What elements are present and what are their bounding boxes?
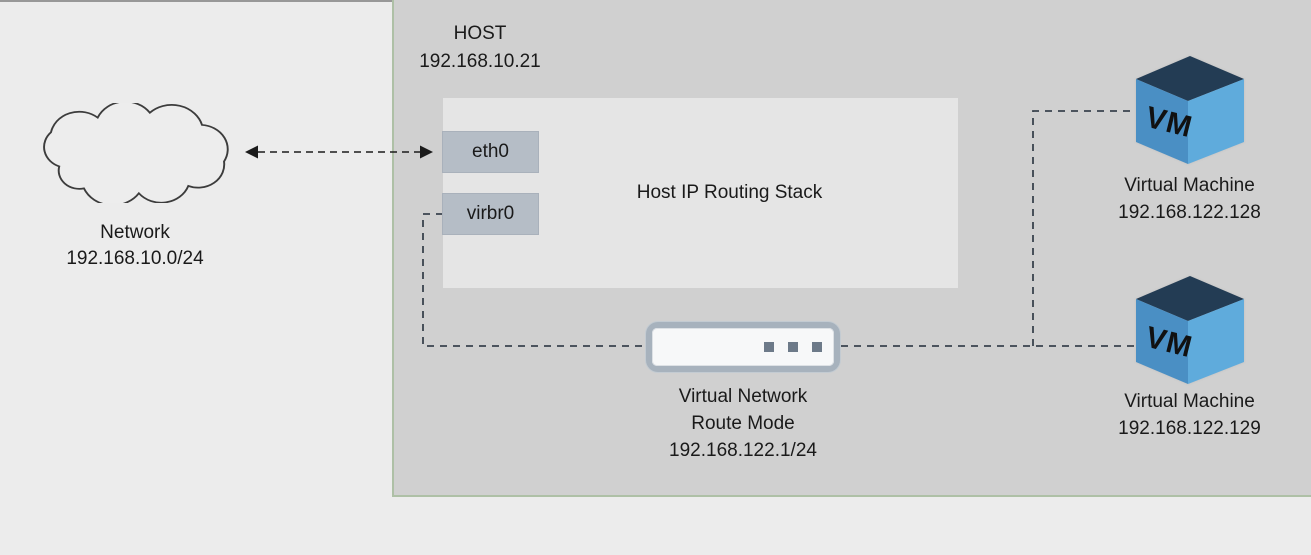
host-ip: 192.168.10.21 bbox=[419, 51, 541, 72]
vm1-cube-icon: VM bbox=[1136, 56, 1244, 164]
switch-port-dot-icon bbox=[812, 342, 822, 352]
interface-virbr0: virbr0 bbox=[442, 193, 539, 235]
virtual-network-mode: Route Mode bbox=[691, 413, 795, 434]
switch-port-dot-icon bbox=[764, 342, 774, 352]
interface-eth0-label: eth0 bbox=[472, 141, 509, 162]
vm1-ip: 192.168.122.128 bbox=[1118, 202, 1261, 223]
routing-stack-label: Host IP Routing Stack bbox=[636, 182, 823, 203]
host-name: HOST bbox=[453, 23, 507, 44]
virtual-network-name: Virtual Network bbox=[678, 386, 808, 407]
vm1-label-group: Virtual Machine 192.168.122.128 bbox=[1068, 172, 1311, 226]
network-subnet: 192.168.10.0/24 bbox=[66, 248, 204, 269]
interface-eth0: eth0 bbox=[442, 131, 539, 173]
switch-port-dot-icon bbox=[788, 342, 798, 352]
vm1-name: Virtual Machine bbox=[1124, 175, 1255, 196]
host-title: HOST 192.168.10.21 bbox=[400, 20, 560, 76]
vm2-cube-icon: VM bbox=[1136, 276, 1244, 384]
cloud-icon bbox=[43, 103, 229, 203]
vm2-ip: 192.168.122.129 bbox=[1118, 418, 1261, 439]
virtual-network-gateway: 192.168.122.1/24 bbox=[669, 440, 817, 461]
vm2-label-group: Virtual Machine 192.168.122.129 bbox=[1068, 388, 1311, 442]
vm2-name: Virtual Machine bbox=[1124, 391, 1255, 412]
network-label-group: Network 192.168.10.0/24 bbox=[15, 220, 255, 272]
network-name: Network bbox=[100, 222, 170, 243]
arrowhead-left-icon bbox=[245, 145, 258, 159]
virtual-network-label-group: Virtual Network Route Mode 192.168.122.1… bbox=[608, 383, 878, 464]
virtual-switch-face bbox=[652, 328, 834, 366]
interface-virbr0-label: virbr0 bbox=[466, 203, 515, 224]
virtual-switch-icon bbox=[646, 322, 840, 372]
